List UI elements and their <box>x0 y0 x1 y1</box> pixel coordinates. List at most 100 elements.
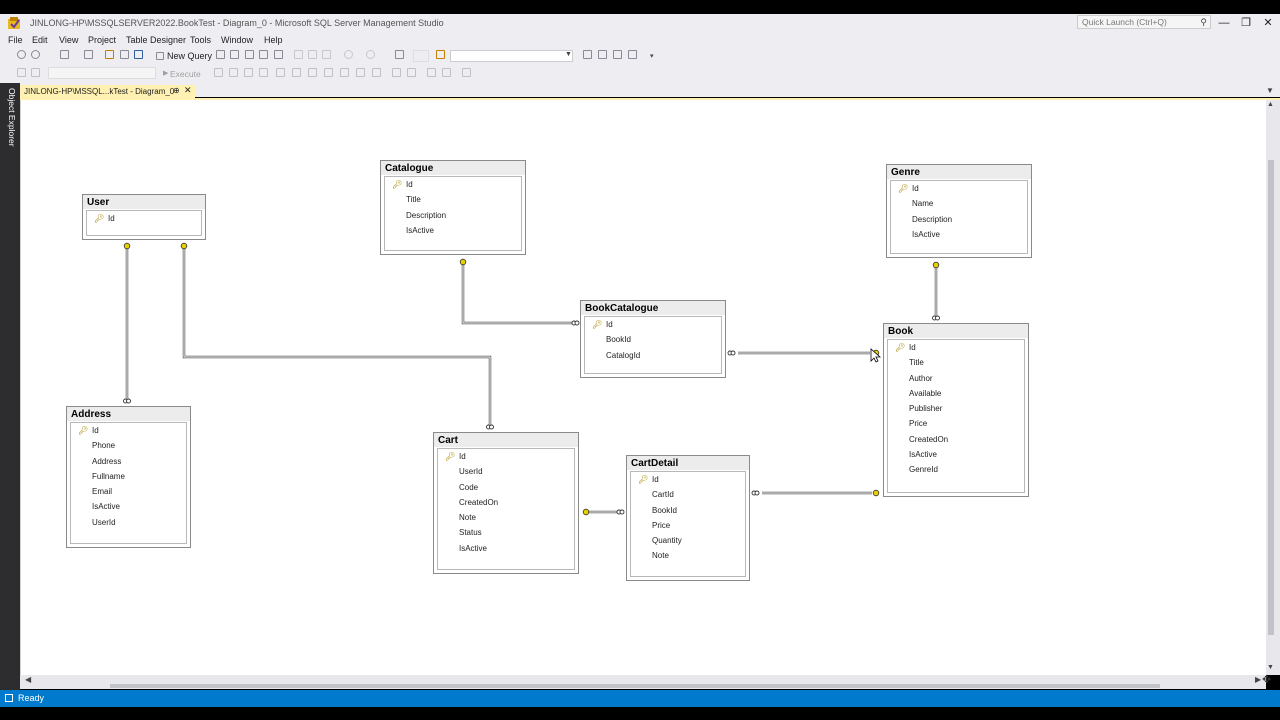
column-row[interactable]: IsActive <box>912 229 941 239</box>
column-row[interactable]: CartId <box>652 490 674 500</box>
analysis-services-xmla-icon[interactable] <box>259 50 268 59</box>
column-row[interactable]: Price <box>652 520 671 530</box>
menu-help[interactable]: Help <box>264 35 283 45</box>
results-to-file-icon[interactable] <box>372 68 381 77</box>
column-row[interactable]: UserId <box>459 467 483 477</box>
column-row[interactable]: Email <box>92 487 113 497</box>
new-project-icon[interactable] <box>60 50 69 59</box>
close-button[interactable]: ✕ <box>1263 17 1273 29</box>
scroll-left-icon[interactable]: ◀ <box>25 675 32 684</box>
specify-template-values-icon[interactable] <box>462 68 471 77</box>
column-row[interactable]: IsActive <box>909 450 938 460</box>
table-address[interactable]: Address 🔑︎Id Phone Address Fullname Emai… <box>66 406 191 548</box>
client-statistics-icon[interactable] <box>356 68 365 77</box>
uncomment-icon[interactable] <box>407 68 416 77</box>
object-explorer-tab[interactable]: Object Explorer <box>7 88 17 147</box>
primary-key-row[interactable]: 🔑︎Id <box>888 340 1024 355</box>
new-query-button[interactable]: New Query <box>167 51 213 61</box>
minimize-button[interactable]: — <box>1218 17 1230 29</box>
forward-icon[interactable] <box>31 50 40 59</box>
display-plan-icon[interactable] <box>276 68 285 77</box>
results-to-grid-icon[interactable] <box>259 68 268 77</box>
decrease-indent-icon[interactable] <box>427 68 436 77</box>
menu-tools[interactable]: Tools <box>190 35 212 45</box>
increase-indent-icon[interactable] <box>442 68 451 77</box>
toolbox-icon[interactable] <box>613 50 622 59</box>
navigation-pan-icon[interactable]: ✥ <box>1262 674 1272 686</box>
table-book[interactable]: Book 🔑︎Id Title Author Available Publish… <box>883 323 1029 497</box>
available-databases-combo[interactable] <box>48 67 156 79</box>
primary-key-row[interactable]: 🔑︎Id <box>891 181 1027 196</box>
menu-window[interactable]: Window <box>221 35 254 45</box>
results-to-text-icon[interactable] <box>244 68 253 77</box>
column-row[interactable]: IsActive <box>459 543 488 553</box>
column-row[interactable]: IsActive <box>406 225 435 235</box>
column-row[interactable]: Price <box>909 419 928 429</box>
column-row[interactable]: Address <box>92 456 122 466</box>
connect-icon[interactable] <box>17 68 26 77</box>
menu-table-designer[interactable]: Table Designer <box>126 35 187 45</box>
cut-icon[interactable] <box>294 50 303 59</box>
table-genre[interactable]: Genre 🔑︎Id Name Description IsActive <box>886 164 1032 258</box>
pin-icon[interactable]: ⊕ <box>173 86 180 95</box>
find-combo[interactable] <box>450 50 573 62</box>
table-user[interactable]: User 🔑︎Id <box>82 194 206 240</box>
toolbar-options-icon[interactable]: ▾ <box>650 53 654 60</box>
copy-icon[interactable] <box>308 50 317 59</box>
column-row[interactable]: CreatedOn <box>459 497 499 507</box>
menu-edit[interactable]: Edit <box>32 35 48 45</box>
query-options-icon[interactable] <box>292 68 301 77</box>
column-row[interactable]: Note <box>652 551 669 561</box>
quick-launch-input[interactable]: Quick Launch (Ctrl+Q) ⚲ <box>1077 15 1211 29</box>
primary-key-row[interactable]: 🔑︎Id <box>631 472 745 487</box>
intellisense-icon[interactable] <box>308 68 317 77</box>
column-row[interactable]: Publisher <box>909 404 943 414</box>
column-row[interactable]: CatalogId <box>606 350 641 360</box>
output-window-icon[interactable] <box>628 50 637 59</box>
primary-key-row[interactable]: 🔑︎Id <box>71 423 186 438</box>
menu-project[interactable]: Project <box>88 35 117 45</box>
save-all-icon[interactable] <box>134 50 143 59</box>
column-row[interactable]: Title <box>909 358 924 368</box>
table-bookcatalogue[interactable]: BookCatalogue 🔑︎Id BookId CatalogId <box>580 300 726 378</box>
horizontal-scroll-thumb[interactable] <box>110 684 1160 688</box>
column-row[interactable]: Quantity <box>652 536 682 546</box>
column-row[interactable]: Code <box>459 482 479 492</box>
primary-key-row[interactable]: 🔑︎Id <box>438 449 574 464</box>
disconnect-icon[interactable] <box>31 68 40 77</box>
scroll-up-icon[interactable]: ▲ <box>1267 101 1274 108</box>
add-item-icon[interactable] <box>84 50 93 59</box>
column-row[interactable]: Description <box>406 210 447 220</box>
paste-icon[interactable] <box>322 50 331 59</box>
column-row[interactable]: CreatedOn <box>909 434 949 444</box>
solution-configurations-icon[interactable] <box>395 50 404 59</box>
live-query-stats-icon[interactable] <box>340 68 349 77</box>
column-row[interactable]: IsActive <box>92 502 121 512</box>
table-catalogue[interactable]: Catalogue 🔑︎Id Title Description IsActiv… <box>380 160 526 255</box>
column-row[interactable]: Fullname <box>92 471 125 481</box>
save-icon[interactable] <box>120 50 129 59</box>
comment-out-icon[interactable] <box>392 68 401 77</box>
column-row[interactable]: Description <box>912 214 953 224</box>
execute-button[interactable]: Execute <box>170 69 201 79</box>
scroll-down-icon[interactable]: ▼ <box>1267 664 1274 671</box>
back-icon[interactable] <box>17 50 26 59</box>
solution-platforms-dropdown[interactable] <box>413 50 429 62</box>
column-row[interactable]: BookId <box>652 505 677 515</box>
open-file-icon[interactable] <box>105 50 114 59</box>
find-in-files-icon[interactable] <box>436 50 445 59</box>
analysis-services-dax-icon[interactable] <box>274 50 283 59</box>
menu-file[interactable]: File <box>8 35 23 45</box>
table-cartdetail[interactable]: CartDetail 🔑︎Id CartId BookId Price Quan… <box>626 455 750 581</box>
primary-key-row[interactable]: 🔑︎Id <box>385 177 521 192</box>
cancel-query-icon[interactable] <box>214 68 223 77</box>
undo-icon[interactable] <box>344 50 353 59</box>
properties-icon[interactable] <box>598 50 607 59</box>
column-row[interactable]: Phone <box>92 441 116 451</box>
primary-key-row[interactable]: 🔑︎Id <box>585 317 721 332</box>
vertical-scroll-thumb[interactable] <box>1268 160 1274 635</box>
include-actual-plan-icon[interactable] <box>324 68 333 77</box>
tab-diagram-0[interactable]: JINLONG-HP\MSSQL...kTest - Diagram_0 <box>20 85 195 98</box>
close-tab-button[interactable]: ✕ <box>184 85 192 95</box>
scroll-right-icon[interactable]: ▶ <box>1255 675 1262 684</box>
